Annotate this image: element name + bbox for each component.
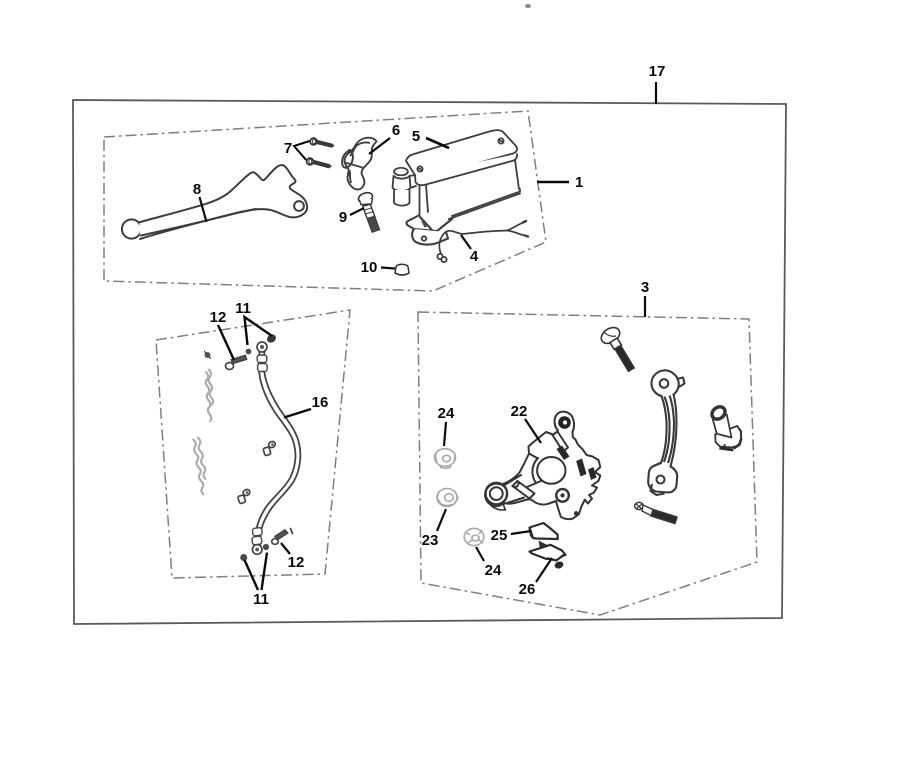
svg-text:7: 7 bbox=[284, 140, 292, 157]
svg-text:3: 3 bbox=[641, 279, 649, 296]
svg-text:6: 6 bbox=[392, 122, 400, 139]
svg-text:11: 11 bbox=[235, 300, 251, 317]
svg-text:10: 10 bbox=[361, 259, 378, 276]
svg-text:9: 9 bbox=[339, 209, 347, 226]
svg-text:16: 16 bbox=[312, 394, 329, 411]
svg-text:12: 12 bbox=[210, 309, 227, 326]
svg-text:23: 23 bbox=[422, 532, 439, 549]
svg-text:25: 25 bbox=[491, 527, 508, 544]
svg-text:4: 4 bbox=[470, 248, 479, 265]
svg-text:5: 5 bbox=[412, 128, 420, 145]
svg-text:24: 24 bbox=[485, 562, 502, 579]
svg-text:17: 17 bbox=[649, 63, 666, 80]
svg-text:11: 11 bbox=[253, 591, 269, 608]
svg-text:24: 24 bbox=[438, 405, 455, 422]
svg-text:1: 1 bbox=[575, 174, 583, 191]
svg-text:26: 26 bbox=[519, 581, 536, 598]
svg-text:22: 22 bbox=[511, 403, 528, 420]
svg-text:12: 12 bbox=[288, 554, 305, 571]
svg-text:8: 8 bbox=[193, 181, 201, 198]
